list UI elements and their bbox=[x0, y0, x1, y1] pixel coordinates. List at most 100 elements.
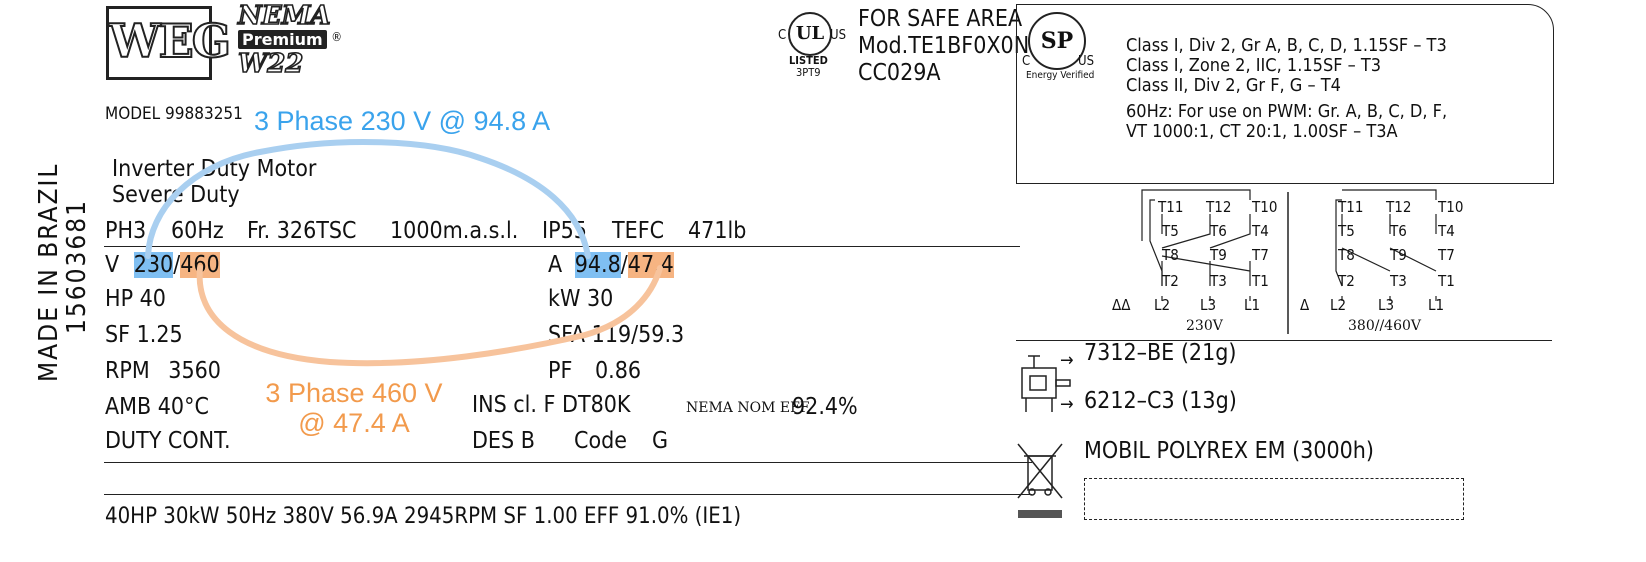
terminal-label: T10 bbox=[1438, 198, 1464, 216]
line-label: L3 bbox=[1200, 296, 1217, 314]
wiring-trace bbox=[1342, 189, 1437, 200]
wiring-trace bbox=[1209, 214, 1251, 249]
horsepower-value: HP 40 bbox=[105, 286, 166, 312]
csa-c-label: C bbox=[1022, 54, 1031, 69]
wiring-trace bbox=[1341, 214, 1437, 234]
delta-symbol: Δ bbox=[1300, 296, 1310, 314]
kw-value: kW 30 bbox=[548, 286, 614, 312]
terminal-label: T11 bbox=[1158, 198, 1184, 216]
terminal-label: T1 bbox=[1438, 272, 1455, 290]
model-number: MODEL 99883251 bbox=[105, 104, 243, 124]
blue-annotation-loop bbox=[145, 139, 591, 259]
ul-c-label: C bbox=[778, 28, 787, 43]
insulation-value: INS cl. F DT80K bbox=[472, 392, 631, 418]
certification-box bbox=[1016, 4, 1554, 184]
enclosure-type: TEFC bbox=[612, 218, 665, 244]
wiring-d-labels: T11 T12 T10 T5 T6 T4 T8 T9 T7 T2 T3 T1 Δ… bbox=[1290, 186, 1550, 338]
current-row: A 94.8/47.4 bbox=[548, 252, 674, 278]
nema-eff-label: NEMA NOM EFF bbox=[686, 400, 810, 416]
nema-eff-value: 92.4% bbox=[792, 394, 858, 420]
terminal-label: T1 bbox=[1252, 272, 1269, 290]
pf-row: PF 0.86 bbox=[548, 358, 641, 384]
pf-value: 0.86 bbox=[594, 358, 642, 384]
terminal-label: T12 bbox=[1206, 198, 1232, 216]
wiring-diagram-d bbox=[1335, 189, 1437, 301]
terminal-label: T8 bbox=[1338, 246, 1355, 264]
code-label: Code bbox=[574, 428, 627, 454]
voltage-separator: / bbox=[173, 252, 181, 278]
dd-voltage-label: 230V bbox=[1186, 318, 1223, 334]
wiring-trace bbox=[1141, 189, 1251, 241]
ul-code-label: 3PT9 bbox=[796, 66, 821, 79]
bearing-de: 7312–BE (21g) bbox=[1084, 340, 1237, 366]
divider-line bbox=[104, 246, 1020, 247]
altitude-value: 1000m.a.s.l. bbox=[390, 218, 519, 244]
safe-area-line-1: FOR SAFE AREA bbox=[858, 6, 1023, 32]
wiring-trace bbox=[1341, 296, 1437, 301]
motor-icon bbox=[1021, 355, 1071, 412]
ul-listed-label: LISTED bbox=[789, 54, 828, 67]
rpm-row: RPM 3560 bbox=[105, 358, 221, 384]
nema-text: NEMA bbox=[237, 1, 331, 31]
phase-value: PH3 bbox=[105, 218, 147, 244]
csa-energy-label: Energy Verified bbox=[1026, 70, 1095, 81]
terminal-label: T7 bbox=[1252, 246, 1269, 264]
terminal-label: T4 bbox=[1438, 222, 1455, 240]
terminal-label: T10 bbox=[1252, 198, 1278, 216]
terminal-label: T11 bbox=[1338, 198, 1364, 216]
safe-area-line-3: CC029A bbox=[858, 60, 941, 86]
terminal-label: T2 bbox=[1162, 272, 1179, 290]
line-label: L1 bbox=[1428, 296, 1445, 314]
voltage-row: V 230/460 bbox=[105, 252, 220, 278]
terminal-label: T3 bbox=[1210, 272, 1227, 290]
hazloc-line: Class I, Div 2, Gr A, B, C, D, 1.15SF – … bbox=[1126, 35, 1447, 56]
terminal-label: T3 bbox=[1390, 272, 1407, 290]
voltage-label: V bbox=[105, 252, 120, 278]
terminal-label: T4 bbox=[1252, 222, 1269, 240]
ul-us-label: US bbox=[830, 28, 846, 43]
arrow-right-icon: → bbox=[1060, 350, 1074, 371]
orange-annotation-loop bbox=[196, 265, 663, 367]
frame-value: Fr. 326TSC bbox=[247, 218, 357, 244]
footer-50hz-ratings: 40HP 30kW 50Hz 380V 56.9A 2945RPM SF 1.0… bbox=[105, 504, 742, 529]
csa-us-label: US bbox=[1078, 54, 1094, 69]
duty-value: DUTY CONT. bbox=[105, 428, 231, 454]
orange-annotation-line-1: 3 Phase 460 V bbox=[265, 378, 443, 408]
csa-logo-icon: SP bbox=[1028, 12, 1086, 70]
divider-line bbox=[1016, 340, 1552, 341]
orange-annotation-line-2: @ 47.4 A bbox=[298, 408, 410, 438]
blue-annotation-text: 3 Phase 230 V @ 94.8 A bbox=[254, 106, 551, 136]
arrow-right-icon: → bbox=[1060, 394, 1074, 415]
divider-line bbox=[104, 494, 1032, 495]
terminal-label: T6 bbox=[1390, 222, 1407, 240]
registered-mark: ® bbox=[331, 30, 343, 44]
line-label: L1 bbox=[1244, 296, 1261, 314]
wiring-trace bbox=[1161, 214, 1211, 249]
rpm-value: 3560 bbox=[168, 358, 221, 384]
sfa-value: SFA 119/59.3 bbox=[548, 322, 685, 348]
wiring-trace bbox=[1335, 199, 1343, 287]
terminal-label: T6 bbox=[1210, 222, 1227, 240]
w22-text: W22 bbox=[237, 48, 304, 80]
pwm-info: 60Hz: For use on PWM: Gr. A, B, C, D, F,… bbox=[1126, 102, 1447, 142]
voltage-low-value: 230 bbox=[133, 252, 174, 278]
pwm-line-1: 60Hz: For use on PWM: Gr. A, B, C, D, F, bbox=[1126, 101, 1448, 122]
wiring-dd-labels: T11 T12 T10 T5 T6 T4 T8 T9 T7 T2 T3 T1 Δ… bbox=[1100, 186, 1290, 338]
current-low-value: 94.8 bbox=[574, 252, 621, 278]
terminal-label: T5 bbox=[1338, 222, 1355, 240]
d-voltage-label: 380//460V bbox=[1348, 318, 1421, 334]
wiring-trace bbox=[1161, 255, 1251, 272]
crossed-bin-icon bbox=[1017, 443, 1063, 518]
ul-logo-icon: UL bbox=[788, 12, 832, 56]
code-value: G bbox=[652, 428, 669, 454]
current-label: A bbox=[548, 252, 563, 278]
terminal-label: T2 bbox=[1338, 272, 1355, 290]
lubrication-entry-box bbox=[1084, 478, 1464, 520]
premium-text: Premium bbox=[238, 30, 327, 49]
orange-annotation-text: 3 Phase 460 V @ 47.4 A bbox=[256, 378, 452, 438]
rpm-label: RPM bbox=[105, 358, 150, 384]
wiring-diagrams bbox=[1141, 189, 1437, 334]
hazloc-line: Class I, Zone 2, IIC, 1.15SF – T3 bbox=[1126, 55, 1382, 76]
terminal-label: T8 bbox=[1162, 246, 1179, 264]
wiring-trace bbox=[1161, 261, 1251, 286]
